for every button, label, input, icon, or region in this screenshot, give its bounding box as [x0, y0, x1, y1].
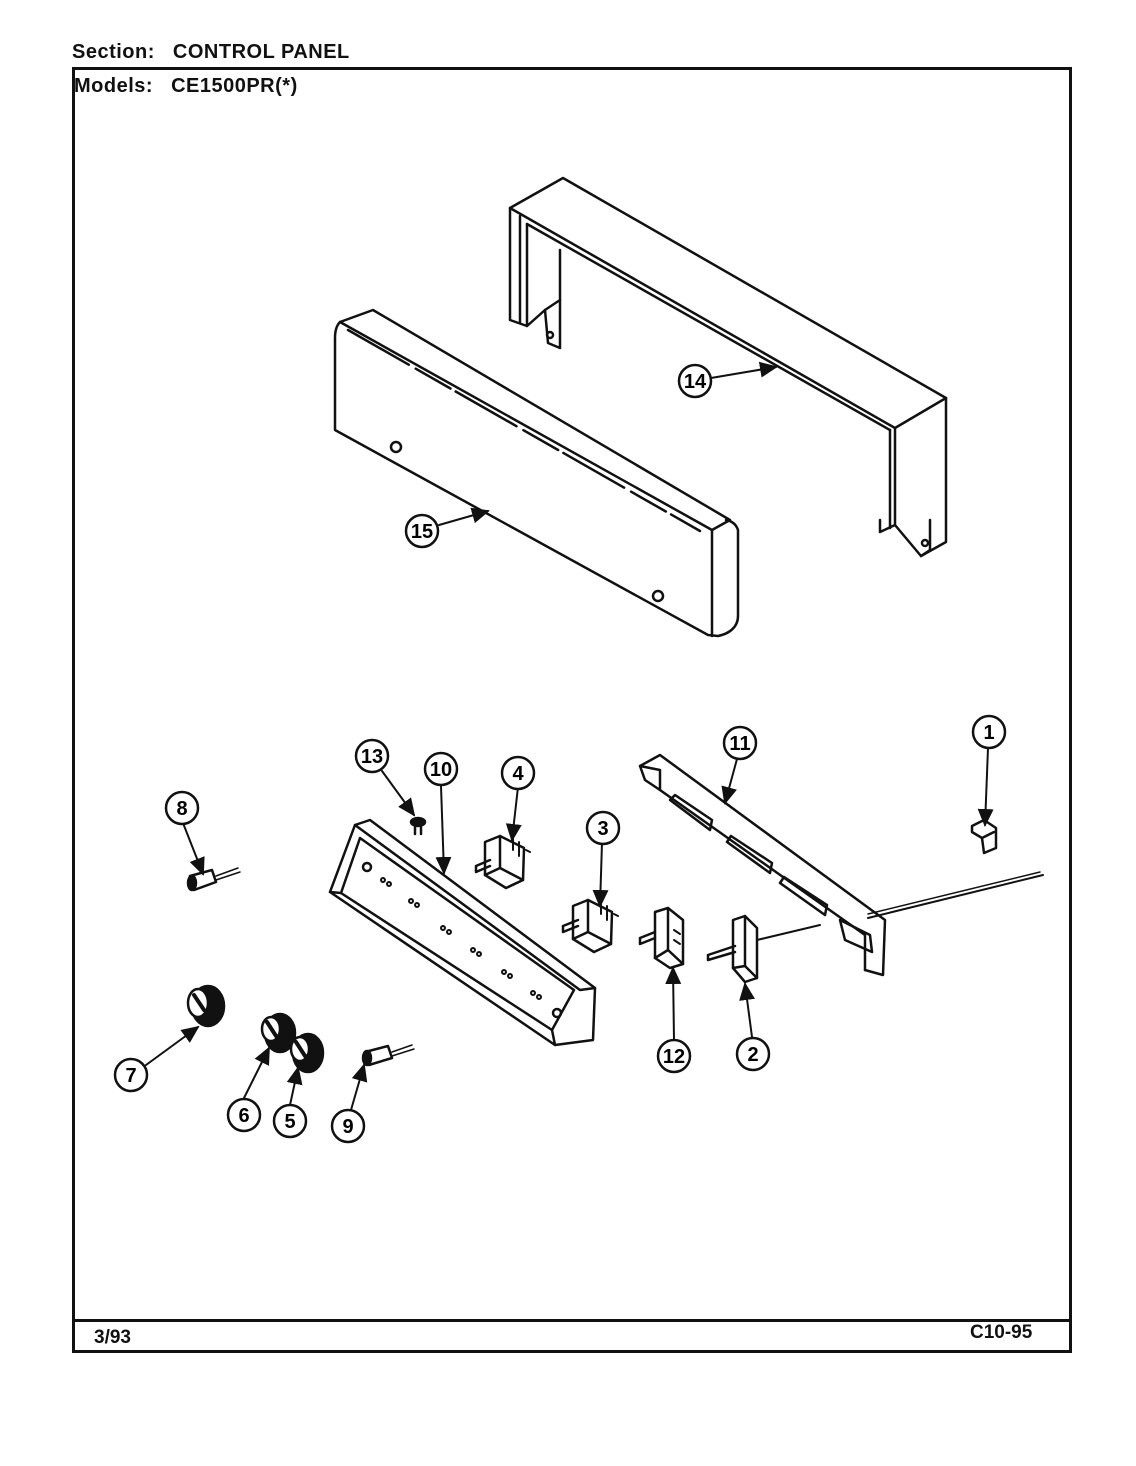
models-value: CE1500PR(*)	[171, 75, 298, 97]
callout-6: 6	[226, 1097, 262, 1133]
callout-label-3: 3	[597, 818, 608, 840]
part-knob-7	[186, 984, 226, 1028]
section-heading: Section: CONTROL PANEL	[72, 41, 350, 64]
part-rotary-switch-upper	[474, 834, 531, 890]
footer-date: 3/93	[94, 1327, 131, 1348]
callout-label-9: 9	[342, 1116, 353, 1138]
callout-3: 3	[585, 810, 621, 846]
callout-2: 2	[735, 1036, 771, 1072]
section-label: Section:	[72, 41, 155, 63]
callout-15: 15	[404, 513, 440, 549]
callout-label-7: 7	[125, 1065, 136, 1087]
callout-label-12: 12	[663, 1046, 685, 1068]
part-front-panel	[333, 308, 740, 638]
callout-label-6: 6	[238, 1105, 249, 1127]
callout-11: 11	[722, 725, 758, 761]
part-knob-6	[260, 1012, 297, 1054]
callout-9: 9	[330, 1108, 366, 1144]
callout-label-11: 11	[729, 733, 750, 755]
part-rear-housing	[508, 176, 948, 558]
callout-label-10: 10	[430, 759, 452, 781]
models-label: Models:	[74, 75, 154, 97]
callout-14: 14	[677, 363, 713, 399]
callout-label-4: 4	[512, 763, 524, 785]
callout-label-2: 2	[747, 1044, 758, 1066]
part-infinite-switch	[706, 914, 821, 984]
models-heading: Models: CE1500PR(*)	[74, 75, 298, 98]
section-value: CONTROL PANEL	[172, 41, 350, 63]
callout-label-5: 5	[284, 1111, 295, 1133]
callout-label-13: 13	[361, 746, 383, 768]
part-indicator-light-lower	[361, 1044, 415, 1067]
part-rotary-switch-middle	[561, 898, 619, 954]
footer-code: C10-95	[970, 1322, 1033, 1343]
callout-13: 13	[354, 738, 390, 774]
callout-4: 4	[500, 755, 536, 791]
part-rocker-switch	[638, 906, 685, 970]
callout-8: 8	[164, 790, 200, 826]
part-console-trim	[328, 818, 597, 1047]
callout-1: 1	[971, 714, 1007, 750]
callout-7: 7	[113, 1057, 149, 1093]
callout-10: 10	[423, 751, 459, 787]
callout-5: 5	[272, 1103, 308, 1139]
leader-lines	[145, 361, 994, 1111]
callout-label-15: 15	[411, 521, 433, 543]
footer-divider	[72, 1319, 1072, 1322]
callout-12: 12	[656, 1038, 692, 1074]
callout-label-14: 14	[684, 371, 707, 393]
part-screw	[409, 816, 427, 836]
part-switch-bracket	[638, 753, 1044, 977]
diagram-frame	[72, 67, 1072, 1353]
part-knob-5	[289, 1032, 325, 1074]
callout-label-1: 1	[983, 722, 994, 744]
callout-label-8: 8	[176, 798, 187, 820]
